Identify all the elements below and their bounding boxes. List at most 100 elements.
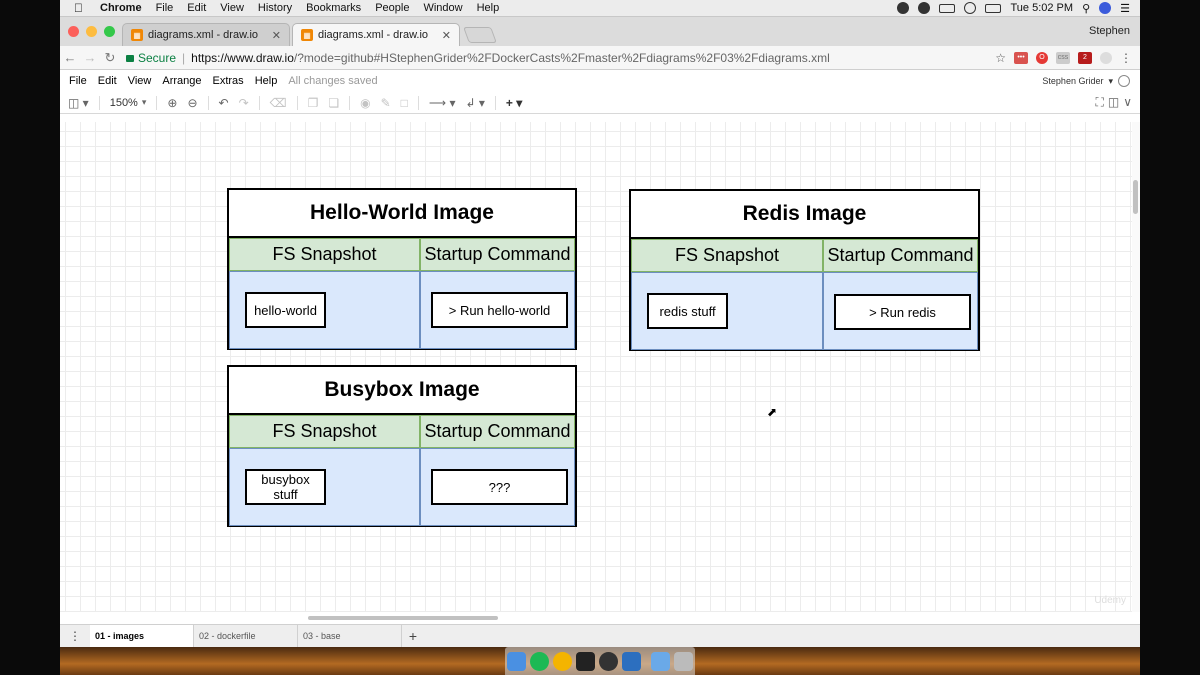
image-title[interactable]: Busybox Image [229, 367, 575, 415]
css-extension-icon[interactable]: css [1056, 51, 1070, 64]
secure-indicator[interactable]: Secure [126, 51, 176, 65]
connection-arrow-icon[interactable]: ⟶ ▾ [428, 95, 456, 110]
chrome-profile[interactable]: Stephen [1089, 25, 1130, 37]
image-table-hello-world[interactable]: Hello-World Image FS Snapshot Startup Co… [227, 188, 577, 350]
reload-icon[interactable]: ↻ [104, 49, 116, 65]
docker-icon[interactable] [897, 2, 910, 14]
chevron-down-icon[interactable]: ▾ [141, 97, 147, 107]
vscode-icon[interactable] [622, 651, 641, 671]
menubar-app-name[interactable]: Chrome [100, 2, 142, 14]
fs-snapshot-cell[interactable]: hello-world [229, 271, 420, 349]
zoom-window-button[interactable] [104, 26, 115, 37]
startup-command-header[interactable]: Startup Command [420, 415, 575, 448]
glasses-icon[interactable] [939, 3, 956, 13]
chrome-menu-icon[interactable]: ⋮ [1120, 50, 1132, 65]
image-table-redis[interactable]: Redis Image FS Snapshot Startup Command … [629, 189, 980, 351]
vertical-scroll-thumb[interactable] [1133, 180, 1138, 214]
menubar-window[interactable]: Window [423, 2, 463, 14]
bookmark-star-icon[interactable]: ☆ [995, 50, 1006, 65]
startup-command-cell[interactable]: > Run hello-world [420, 271, 575, 349]
battery-icon[interactable] [985, 3, 1002, 13]
delete-icon[interactable]: ⌫ [269, 95, 287, 110]
startup-command-value[interactable]: > Run hello-world [431, 292, 568, 328]
zoom-out-icon[interactable]: ⊖ [187, 95, 198, 110]
fs-snapshot-value[interactable]: redis stuff [647, 293, 728, 329]
fs-snapshot-cell[interactable]: busybox stuff [229, 448, 420, 526]
drawio-menu-arrange[interactable]: Arrange [162, 75, 202, 87]
spotlight-icon[interactable]: ⚲ [1082, 2, 1091, 15]
format-toggle-icon[interactable]: ◫ [1107, 95, 1120, 109]
shadow-icon[interactable]: □ [400, 95, 408, 110]
menubar-edit[interactable]: Edit [187, 2, 207, 14]
opera-extension-icon[interactable]: O [1036, 51, 1048, 64]
diagram-canvas[interactable]: Hello-World Image FS Snapshot Startup Co… [60, 122, 1132, 612]
terminal-icon[interactable] [576, 651, 595, 671]
new-tab-button[interactable] [463, 27, 497, 43]
image-title[interactable]: Redis Image [631, 191, 978, 239]
back-icon[interactable]: ← [63, 50, 77, 65]
forward-icon[interactable]: → [83, 50, 97, 65]
record-icon[interactable] [918, 2, 931, 14]
wifi-icon[interactable] [964, 2, 977, 14]
insert-plus-icon[interactable]: + ▾ [505, 95, 523, 110]
fullscreen-icon[interactable]: ⛶ [1095, 95, 1104, 109]
page-tab-images[interactable]: 01 - images [90, 625, 194, 647]
page-tab-dockerfile[interactable]: 02 - dockerfile [194, 625, 298, 647]
page-tab-base[interactable]: 03 - base [298, 625, 402, 647]
drawio-menu-edit[interactable]: Edit [97, 75, 117, 87]
zoom-in-icon[interactable]: ⊕ [167, 95, 178, 110]
folder-icon[interactable] [651, 651, 670, 671]
fs-snapshot-cell[interactable]: redis stuff [631, 272, 823, 350]
close-tab-icon[interactable]: ✕ [271, 29, 281, 42]
menubar-file[interactable]: File [155, 2, 174, 14]
horizontal-scroll-thumb[interactable] [308, 616, 498, 620]
startup-command-value[interactable]: ??? [431, 469, 568, 505]
fs-snapshot-header[interactable]: FS Snapshot [631, 239, 823, 272]
globe-icon[interactable] [1118, 75, 1130, 87]
menubar-people[interactable]: People [375, 2, 410, 14]
drawio-menu-help[interactable]: Help [254, 75, 278, 87]
startup-command-header[interactable]: Startup Command [420, 238, 575, 271]
undo-icon[interactable]: ↶ [218, 95, 229, 110]
user-menu[interactable]: Stephen Grider ▾ [1042, 75, 1140, 87]
apple-icon[interactable]:  [74, 1, 88, 15]
add-page-icon[interactable]: + [408, 628, 418, 644]
startup-command-header[interactable]: Startup Command [823, 239, 978, 272]
browser-tab-2[interactable]: ▦ diagrams.xml - draw.io ✕ [292, 23, 460, 46]
menubar-help[interactable]: Help [476, 2, 500, 14]
pages-menu-icon[interactable]: ⋮ [69, 629, 81, 643]
close-tab-icon[interactable]: ✕ [441, 29, 451, 42]
format-panel-icon[interactable]: ◫ ▾ [68, 95, 89, 110]
shield-extension-icon[interactable]: 2 [1078, 51, 1092, 64]
drawio-menu-file[interactable]: File [69, 75, 87, 87]
redo-icon[interactable]: ↷ [238, 95, 249, 110]
startup-command-cell[interactable]: ??? [420, 448, 575, 526]
fill-color-icon[interactable]: ◉ [360, 95, 371, 110]
vertical-scrollbar[interactable] [1132, 122, 1140, 612]
startup-command-cell[interactable]: > Run redis [823, 272, 978, 350]
minimize-window-button[interactable] [86, 26, 97, 37]
drawio-menu-extras[interactable]: Extras [212, 75, 244, 87]
to-front-icon[interactable]: ❐ [307, 95, 319, 110]
drawio-menu-view[interactable]: View [127, 75, 152, 87]
startup-command-value[interactable]: > Run redis [834, 294, 971, 330]
extension-icon[interactable]: ••• [1014, 51, 1028, 64]
fs-snapshot-value[interactable]: busybox stuff [245, 469, 326, 505]
line-color-icon[interactable]: ✎ [380, 95, 391, 110]
menubar-view[interactable]: View [220, 2, 244, 14]
menubar-history[interactable]: History [257, 2, 293, 14]
trash-icon[interactable] [674, 651, 693, 671]
menubar-bookmarks[interactable]: Bookmarks [306, 2, 362, 14]
spotify-icon[interactable] [530, 651, 549, 671]
zoom-level[interactable]: 150% [109, 96, 138, 109]
waypoints-icon[interactable]: ↲ ▾ [465, 95, 485, 110]
fs-snapshot-header[interactable]: FS Snapshot [229, 415, 420, 448]
image-title[interactable]: Hello-World Image [229, 190, 575, 238]
url-input[interactable]: Secure | https://www.draw.io /?mode=gith… [126, 51, 995, 65]
finder-icon[interactable] [507, 651, 526, 671]
browser-tab-1[interactable]: ▦ diagrams.xml - draw.io ✕ [122, 23, 290, 46]
to-back-icon[interactable]: ❏ [328, 95, 340, 110]
collapse-icon[interactable]: ∨ [1123, 95, 1132, 109]
notification-center-icon[interactable]: ☰ [1120, 2, 1130, 15]
obs-icon[interactable] [599, 651, 618, 671]
